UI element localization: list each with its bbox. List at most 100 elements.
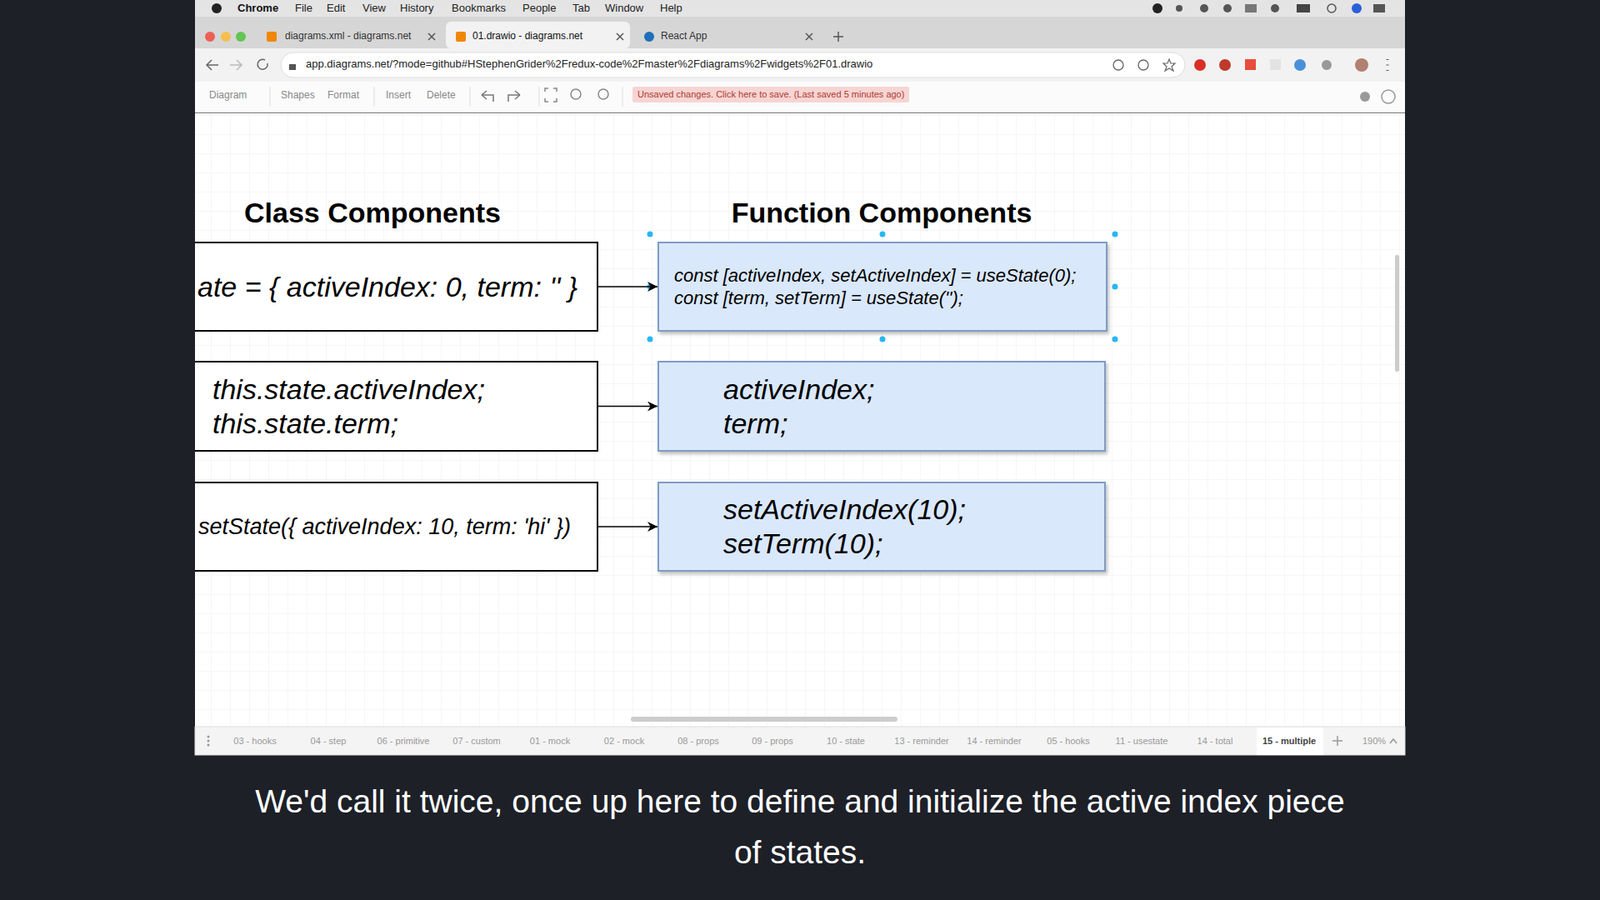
- page-tab: 02 - mock: [604, 735, 645, 747]
- status-icon: [1327, 4, 1336, 13]
- toolbar-separator: [539, 86, 540, 107]
- redo-icon: [508, 90, 520, 102]
- url-icon: [1138, 60, 1149, 70]
- code-text: this.state.activeIndex; this.state.term;: [212, 372, 513, 441]
- tab-icon: [266, 31, 277, 42]
- code-text: setActiveIndex(10); setTerm(10);: [723, 492, 1007, 561]
- toolbar-separator: [622, 86, 624, 107]
- status-icon: [1200, 4, 1209, 13]
- video-caption: We'd call it twice, once up here to defi…: [245, 775, 1355, 878]
- menu-dots: [1386, 59, 1390, 71]
- menu-item: History: [400, 2, 434, 15]
- menu-item: Bookmarks: [451, 2, 506, 15]
- status-icon: [1296, 4, 1310, 13]
- class-update-box: setState({ activeIndex: 10, term: 'hi' }…: [195, 481, 599, 572]
- page-menu-dots: [207, 744, 210, 747]
- add-page: [1332, 735, 1343, 746]
- fullscreen-icon: [545, 88, 557, 102]
- toolbar-button: Diagram: [209, 90, 247, 102]
- class-state-box: ate = { activeIndex: 0, term: '' }: [195, 241, 599, 332]
- tab-title: diagrams.xml - diagrams.net: [285, 30, 411, 43]
- tab-bar: [195, 16, 1405, 49]
- zoom-caret: [1390, 739, 1397, 744]
- menu-item: Tab: [572, 2, 590, 15]
- menu-item: File: [295, 2, 313, 15]
- page-tab: 01 - mock: [530, 735, 570, 747]
- menu-item: People: [522, 2, 556, 15]
- page-tab: 07 - custom: [452, 735, 500, 747]
- code-text: setState({ activeIndex: 10, term: 'hi' }…: [198, 513, 571, 540]
- code-text: ate = { activeIndex: 0, term: '' }: [197, 270, 578, 305]
- status-icon: [1351, 3, 1362, 14]
- page-tab: 13 - reminder: [894, 735, 949, 747]
- function-state-box: const [activeIndex, setActiveIndex] = us…: [657, 241, 1108, 332]
- toolbar-button: Shapes: [280, 90, 315, 102]
- status-icon: [1245, 4, 1257, 13]
- user-icon: [1360, 91, 1370, 102]
- status-icon: [1175, 5, 1183, 12]
- selection-handle: [647, 336, 654, 343]
- page-tab: 10 - state: [826, 735, 865, 747]
- menu-item: View: [362, 2, 386, 15]
- extension-icon: [1321, 60, 1332, 70]
- tab-close: [616, 33, 624, 40]
- extension-icon: [1245, 59, 1256, 70]
- column-heading: Class Components: [244, 196, 501, 230]
- arrow-connector: [598, 525, 658, 528]
- url-text: app.diagrams.net/?mode=github#HStephenGr…: [305, 58, 873, 71]
- active-tab: [445, 21, 630, 49]
- page-tab-bar: [195, 726, 1405, 755]
- tab-title: 01.drawio - diagrams.net: [472, 30, 583, 43]
- address-bar: [195, 48, 1405, 82]
- page-tab: 11 - usestate: [1115, 735, 1169, 747]
- apple-logo: [211, 3, 222, 14]
- tab-close: [428, 33, 435, 40]
- selection-handle: [880, 231, 886, 238]
- page-tab: 15 - multiple: [1262, 735, 1316, 747]
- scrollbar: [630, 716, 898, 722]
- page-tab: 14 - reminder: [966, 735, 1021, 747]
- language-icon: [1381, 90, 1395, 104]
- scrollbar: [1395, 255, 1400, 372]
- zoom-level: 190%: [1362, 735, 1386, 747]
- extension-icon: [1219, 59, 1231, 71]
- zoom-in-icon: [570, 89, 581, 100]
- canvas: [195, 113, 1405, 727]
- menu-item: Window: [605, 2, 644, 15]
- menu-item: Help: [660, 2, 683, 15]
- status-icon: [1270, 4, 1280, 13]
- tab-icon: [455, 31, 466, 42]
- page-tab: 05 - hooks: [1046, 735, 1090, 747]
- extension-icon: [1194, 59, 1206, 71]
- arrow-connector: [598, 405, 658, 408]
- bookmark-star: [1163, 59, 1175, 71]
- status-icon: [1152, 3, 1163, 14]
- page-tab: 08 - props: [677, 735, 720, 747]
- toolbar-button: Delete: [426, 90, 456, 102]
- column-heading: Function Components: [731, 196, 1033, 230]
- window-button: [205, 31, 215, 42]
- lock-icon: [289, 64, 296, 70]
- menu-item: Chrome: [237, 2, 279, 15]
- menu-item: Edit: [326, 2, 345, 15]
- status-icon: [1223, 4, 1232, 13]
- status-icon: [1373, 4, 1385, 13]
- extension-icon: [1270, 59, 1281, 70]
- menu-bar: [195, 0, 1405, 17]
- active-page-tab: [1256, 727, 1324, 755]
- page-tab: 03 - hooks: [233, 735, 276, 747]
- page-tab: 14 - total: [1197, 735, 1234, 747]
- toolbar-button: Insert: [385, 90, 411, 102]
- toolbar-separator: [470, 86, 471, 107]
- reload-button: [257, 59, 268, 70]
- code-text: const [activeIndex, setActiveIndex] = us…: [674, 264, 1098, 310]
- page-menu-dots: [207, 735, 210, 739]
- new-tab: [833, 31, 844, 42]
- canvas-grid: [195, 113, 1405, 727]
- function-read-box: activeIndex; term;: [657, 360, 1106, 452]
- toolbar-button: Format: [327, 90, 360, 102]
- page-tab: 09 - props: [751, 735, 794, 747]
- page-tab: 04 - step: [310, 735, 347, 747]
- function-update-box: setActiveIndex(10); setTerm(10);: [657, 481, 1106, 572]
- selection-handle: [647, 284, 654, 290]
